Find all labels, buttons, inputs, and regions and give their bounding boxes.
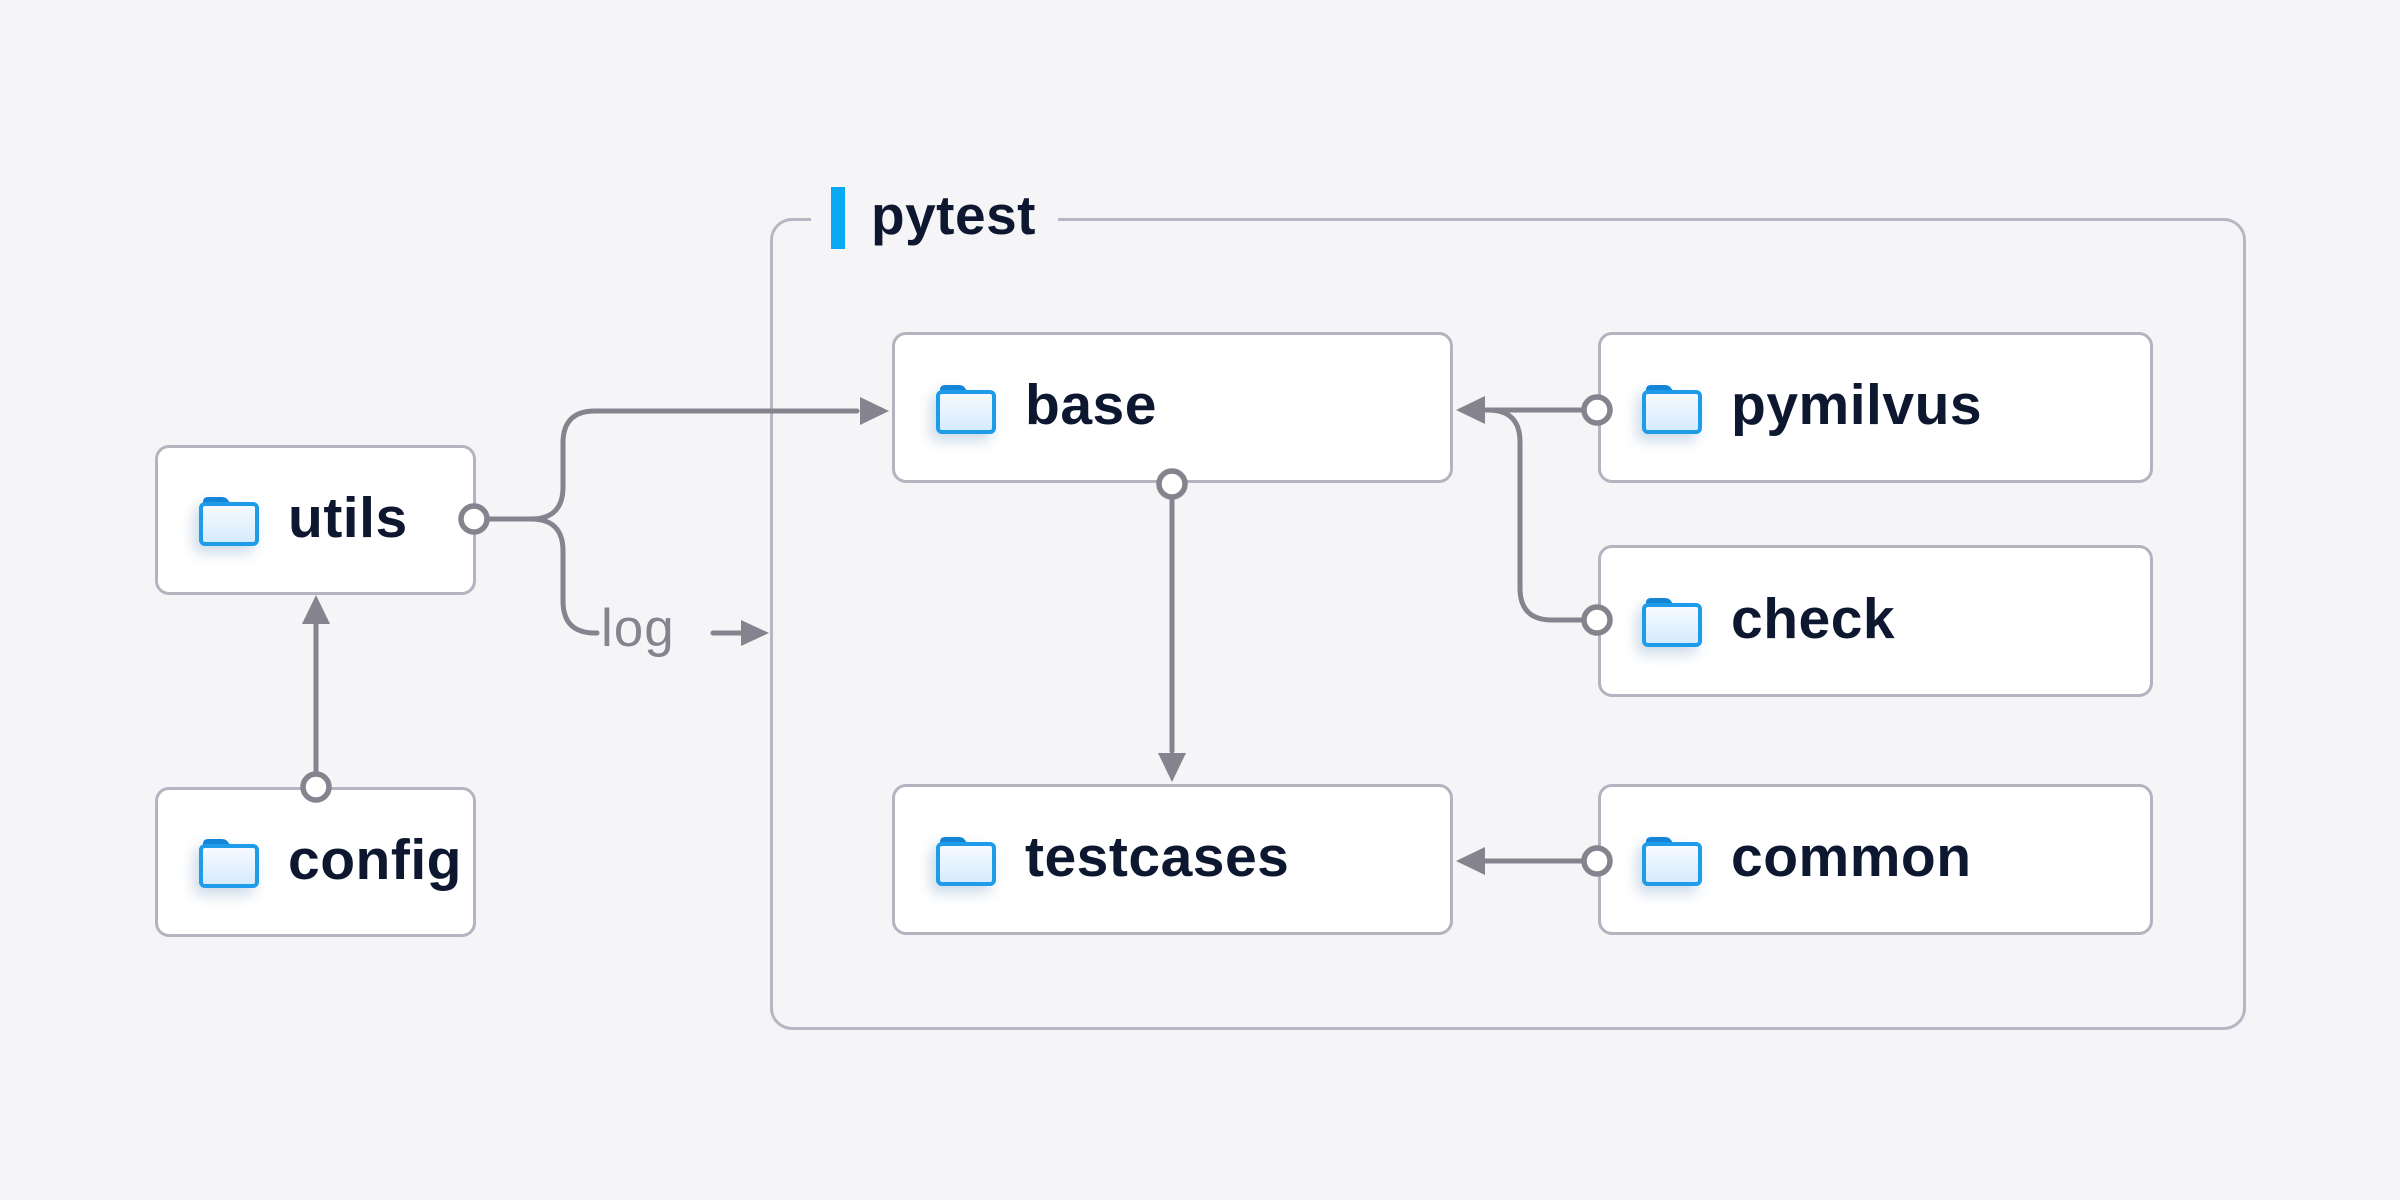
group-title: pytest [871, 183, 1036, 246]
node-label: config [288, 827, 462, 892]
node-utils: utils [155, 445, 476, 595]
node-label: common [1731, 825, 1972, 889]
folder-icon [933, 831, 999, 889]
folder-icon [1639, 379, 1705, 437]
pytest-group: pytest [770, 181, 2246, 1030]
folder-icon [196, 491, 262, 549]
node-testcases: testcases [892, 784, 1453, 935]
pytest-group-label: pytest [811, 181, 1058, 255]
edge-label-log: log [601, 599, 675, 658]
node-label: utils [288, 485, 408, 550]
node-base: base [892, 332, 1453, 483]
folder-icon [1639, 831, 1705, 889]
folder-icon [933, 379, 999, 437]
node-check: check [1598, 545, 2153, 697]
node-common: common [1598, 784, 2153, 935]
accent-bar [831, 187, 845, 249]
folder-icon [1639, 592, 1705, 650]
node-label: pymilvus [1731, 373, 1983, 437]
node-label: testcases [1025, 825, 1290, 889]
node-config: config [155, 787, 476, 937]
node-label: check [1731, 586, 1896, 651]
folder-icon [196, 833, 262, 891]
node-pymilvus: pymilvus [1598, 332, 2153, 483]
node-label: base [1025, 373, 1157, 437]
